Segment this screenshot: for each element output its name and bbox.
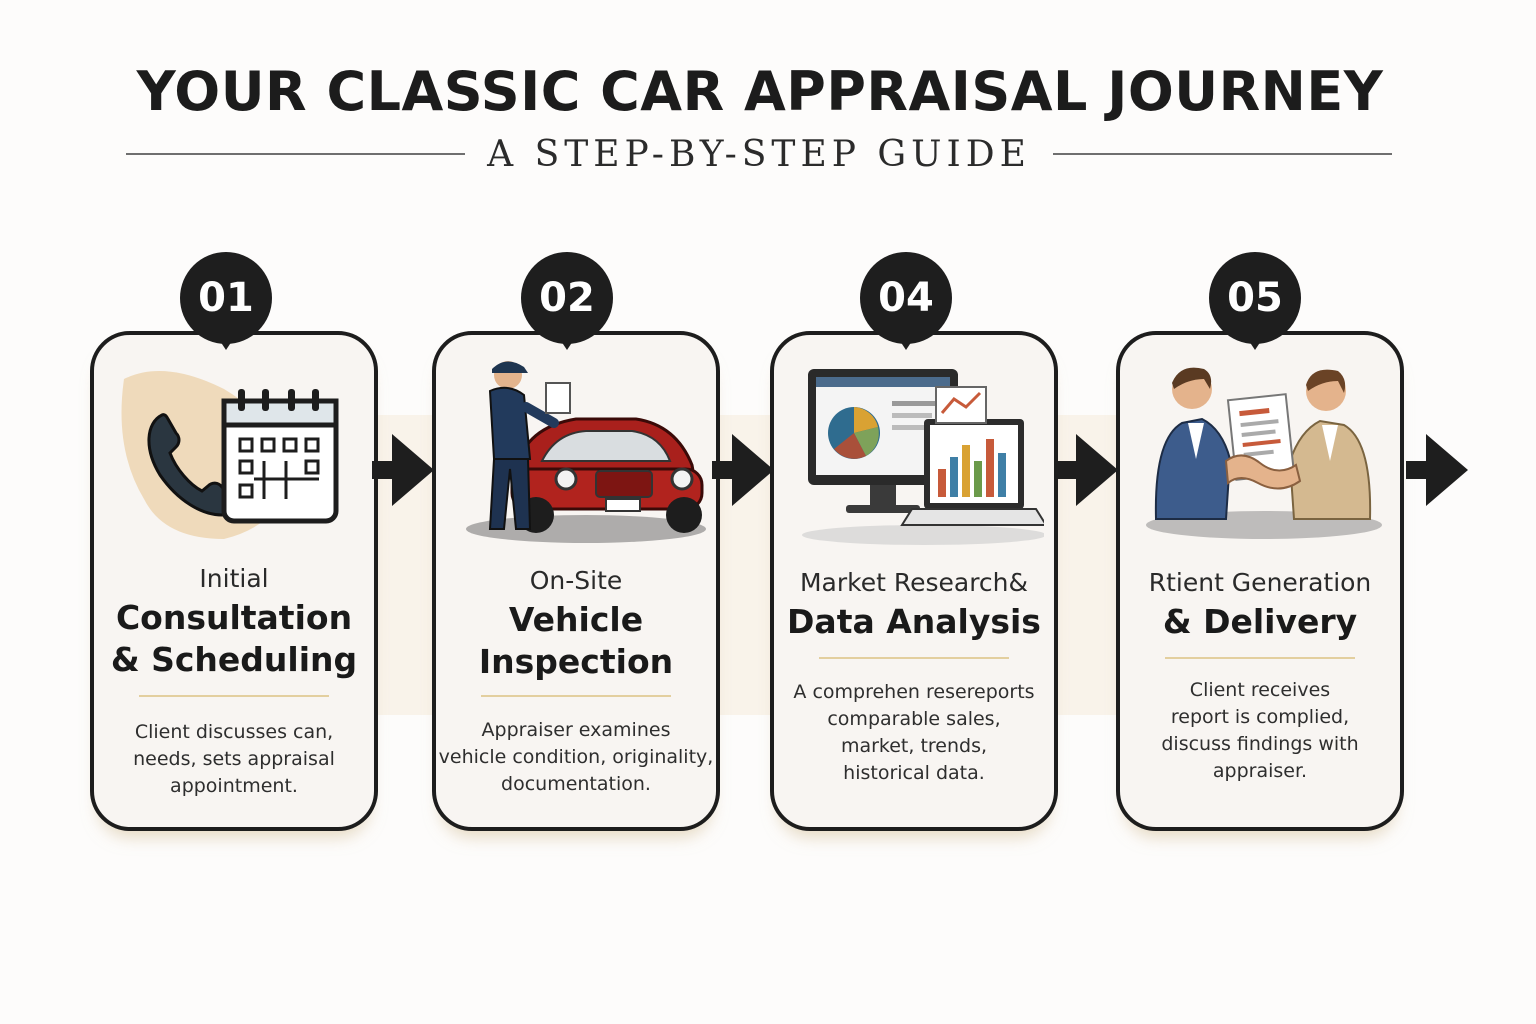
pin-pointer bbox=[555, 332, 579, 350]
step-description-3: A comprehen resereports comparable sales… bbox=[774, 679, 1054, 787]
desc-line: documentation. bbox=[501, 773, 651, 795]
step-title-1: Initial Consultation & Scheduling bbox=[94, 561, 374, 681]
step-title-bold: & Scheduling bbox=[110, 640, 358, 679]
step-card-4: Rtient Generation & Delivery Client rece… bbox=[1116, 331, 1404, 831]
step-divider bbox=[139, 695, 329, 697]
step-divider bbox=[1165, 657, 1355, 659]
desc-line: comparable sales, bbox=[827, 708, 1001, 730]
step-divider bbox=[481, 695, 671, 697]
computer-charts-icon bbox=[802, 369, 1044, 545]
subtitle-right-rule bbox=[1052, 153, 1393, 155]
step-title-light: Rtient Generation bbox=[1148, 568, 1372, 597]
flow-arrow-icon bbox=[1056, 434, 1118, 506]
step-title-light: On-Site bbox=[529, 566, 623, 595]
step-title-bold: & Delivery bbox=[1162, 602, 1358, 641]
step-description-1: Client discusses can, needs, sets apprai… bbox=[94, 719, 374, 800]
subtitle-row: A STEP-BY-STEP GUIDE bbox=[126, 133, 1393, 175]
desc-line: Client receives bbox=[1189, 679, 1331, 701]
desc-line: historical data. bbox=[843, 762, 985, 784]
step-title-bold: Data Analysis bbox=[787, 602, 1041, 641]
desc-line: A comprehen resereports bbox=[793, 681, 1035, 703]
pin-pointer bbox=[894, 332, 918, 350]
step-number: 02 bbox=[521, 252, 613, 344]
step-title-bold: Consultation bbox=[115, 598, 353, 637]
desc-line: appointment. bbox=[170, 775, 298, 797]
flow-arrow-icon bbox=[1406, 434, 1468, 506]
step-title-light: Market Research& bbox=[799, 568, 1029, 597]
desc-line: Client discusses can, bbox=[134, 721, 334, 743]
step-number-badge-3: 04 bbox=[860, 252, 952, 362]
desc-line: discuss findings with bbox=[1161, 733, 1359, 755]
step-number-badge-1: 01 bbox=[180, 252, 272, 362]
step-card-1: Initial Consultation & Scheduling Client… bbox=[90, 331, 378, 831]
subtitle-left-rule bbox=[126, 153, 466, 155]
step-description-2: Appraiser examines vehicle condition, or… bbox=[436, 717, 716, 798]
step-title-bold: Vehicle bbox=[508, 600, 644, 639]
step-title-2: On-Site Vehicle Inspection bbox=[436, 563, 716, 683]
step-number-badge-4: 05 bbox=[1209, 252, 1301, 362]
desc-line: vehicle condition, originality, bbox=[438, 746, 714, 768]
pin-pointer bbox=[1243, 332, 1267, 350]
step-card-3: Market Research& Data Analysis A compreh… bbox=[770, 331, 1058, 831]
step-divider bbox=[819, 657, 1009, 659]
page-title: YOUR CLASSIC CAR APPRAISAL JOURNEY bbox=[136, 60, 1384, 123]
flow-arrow-icon bbox=[372, 434, 434, 506]
page-subtitle: A STEP-BY-STEP GUIDE bbox=[487, 133, 1031, 175]
pin-pointer bbox=[214, 332, 238, 350]
step-title-bold: Inspection bbox=[478, 642, 674, 681]
step-number: 05 bbox=[1209, 252, 1301, 344]
desc-line: Appraiser examines bbox=[481, 719, 671, 741]
phone-calendar-icon bbox=[121, 371, 339, 539]
desc-line: appraiser. bbox=[1212, 760, 1308, 782]
step-card-2: On-Site Vehicle Inspection Appraiser exa… bbox=[432, 331, 720, 831]
desc-line: market, trends, bbox=[840, 735, 988, 757]
desc-line: needs, sets appraisal bbox=[133, 748, 335, 770]
flow-arrow-icon bbox=[712, 434, 774, 506]
step-title-light: Initial bbox=[199, 564, 269, 593]
step-title-3: Market Research& Data Analysis bbox=[774, 565, 1054, 643]
step-number: 04 bbox=[860, 252, 952, 344]
handshake-report-icon bbox=[1146, 367, 1382, 539]
desc-line: report is complied, bbox=[1170, 706, 1350, 728]
step-number: 01 bbox=[180, 252, 272, 344]
step-description-4: Client receives report is complied, disc… bbox=[1120, 677, 1400, 785]
mechanic-car-icon bbox=[466, 361, 706, 543]
step-number-badge-2: 02 bbox=[521, 252, 613, 362]
step-title-4: Rtient Generation & Delivery bbox=[1120, 565, 1400, 643]
